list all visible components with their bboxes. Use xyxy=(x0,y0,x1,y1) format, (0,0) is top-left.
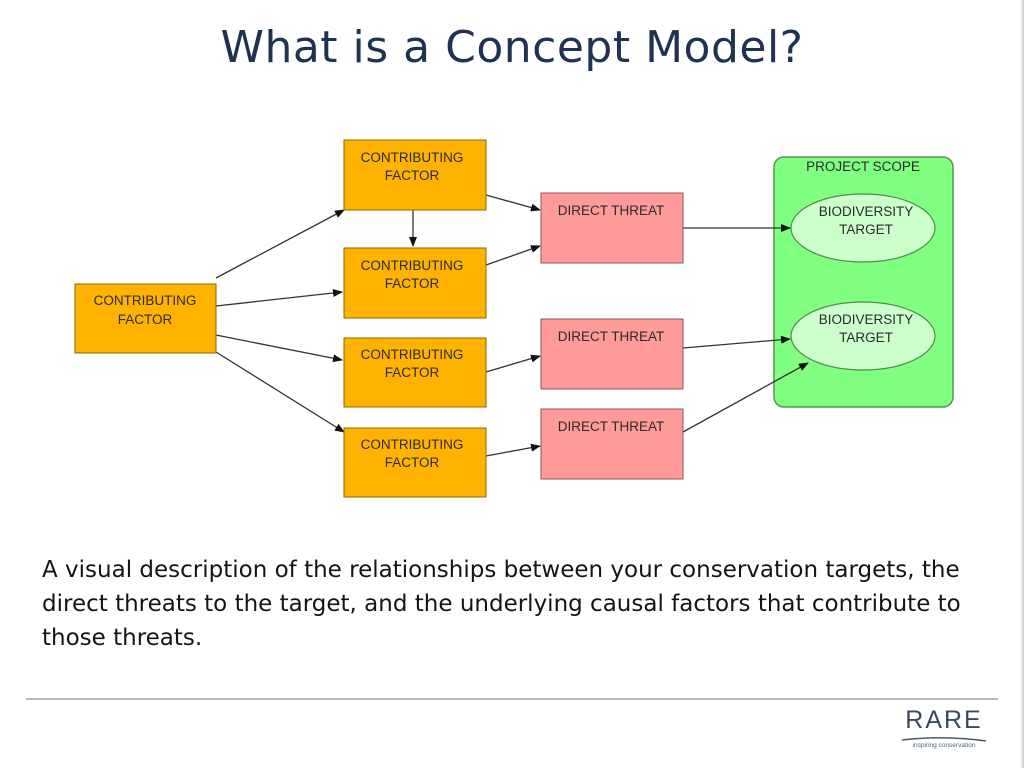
node-label: TARGET xyxy=(839,222,893,237)
arrow-root-to-factor-3 xyxy=(215,334,343,363)
project-scope-label: PROJECT SCOPE xyxy=(806,159,920,174)
slide-title: What is a Concept Model? xyxy=(220,22,804,73)
node-label: FACTOR xyxy=(385,168,440,183)
rare-logo: RARE inspiring conservation xyxy=(896,706,992,756)
slide-description: A visual description of the relationship… xyxy=(42,557,961,651)
arrow-threat-3-to-target-2 xyxy=(682,362,809,433)
direct-threat-1: DIRECT THREAT xyxy=(540,192,684,264)
contributing-factor-root: CONTRIBUTING FACTOR xyxy=(74,283,217,354)
arrow-root-to-factor-1 xyxy=(215,209,345,279)
node-label: FACTOR xyxy=(118,312,173,327)
arrow-factor-2-to-threat-1 xyxy=(485,245,541,266)
node-label: FACTOR xyxy=(385,365,440,380)
contributing-factor-4: CONTRIBUTING FACTOR xyxy=(343,427,487,498)
footer-divider xyxy=(26,698,998,700)
contributing-factor-3: CONTRIBUTING FACTOR xyxy=(343,337,487,408)
direct-threat-2: DIRECT THREAT xyxy=(540,318,684,390)
node-label: TARGET xyxy=(839,330,893,345)
node-label: CONTRIBUTING xyxy=(361,258,464,273)
biodiversity-target-2: BIODIVERSITY TARGET xyxy=(790,301,936,371)
node-label: CONTRIBUTING xyxy=(361,150,464,165)
arrows xyxy=(215,194,809,457)
node-label: CONTRIBUTING xyxy=(361,347,464,362)
arrow-factor-3-to-threat-2 xyxy=(485,354,541,373)
arrow-factor-4-to-threat-3 xyxy=(485,443,541,457)
node-label: CONTRIBUTING xyxy=(94,293,197,308)
logo-tagline: inspiring conservation xyxy=(912,742,976,749)
node-label: BIODIVERSITY xyxy=(819,312,914,327)
node-label: DIRECT THREAT xyxy=(558,329,665,344)
node-label: BIODIVERSITY xyxy=(819,204,914,219)
direct-threat-3: DIRECT THREAT xyxy=(540,408,684,480)
node-label: FACTOR xyxy=(385,276,440,291)
node-label: CONTRIBUTING xyxy=(361,437,464,452)
node-label: DIRECT THREAT xyxy=(558,203,665,218)
arrow-root-to-factor-4 xyxy=(215,351,345,433)
arrow-root-to-factor-2 xyxy=(215,289,343,307)
logo-swoosh xyxy=(901,737,987,742)
node-label: DIRECT THREAT xyxy=(558,419,665,434)
biodiversity-target-1: BIODIVERSITY TARGET xyxy=(790,193,936,263)
arrow-threat-2-to-target-2 xyxy=(682,335,791,349)
node-label: FACTOR xyxy=(385,455,440,470)
concept-model-diagram: PROJECT SCOPE CONTRIBUTING FACTOR CONTRI… xyxy=(74,139,954,498)
contributing-factor-1: CONTRIBUTING FACTOR xyxy=(343,139,487,211)
contributing-factor-2: CONTRIBUTING FACTOR xyxy=(343,247,487,319)
arrow-factor-1-to-threat-1 xyxy=(485,194,541,212)
logo-wordmark: RARE xyxy=(905,706,983,734)
slide-edge-shadow xyxy=(1020,0,1024,768)
